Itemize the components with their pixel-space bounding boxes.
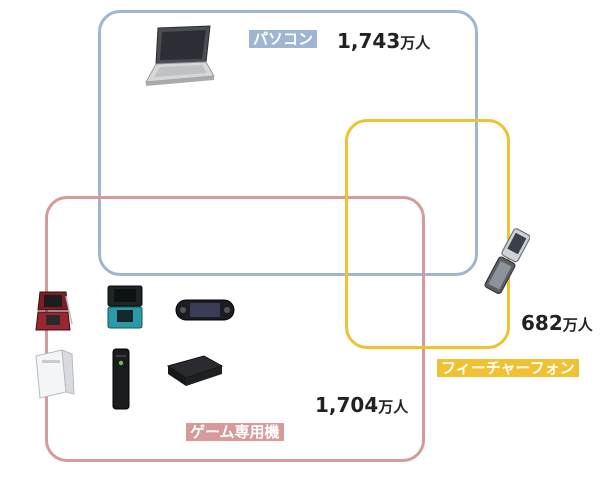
count-pc-unit: 万人	[400, 34, 431, 52]
count-pc: 1,743万人	[337, 29, 430, 53]
set-label-game: ゲーム専用機	[186, 423, 284, 441]
count-game-value: 1,704	[315, 393, 379, 417]
count-feature-phone-unit: 万人	[562, 316, 593, 334]
set-box-feature-phone	[345, 119, 510, 349]
laptop-icon	[140, 24, 216, 88]
set-label-feature-phone: フィーチャーフォン	[437, 359, 579, 377]
set-box-pc	[98, 10, 478, 276]
ps3-icon	[164, 352, 224, 392]
nintendo-3ds-blue-icon	[104, 284, 146, 330]
flip-phone-icon	[484, 226, 530, 298]
count-feature-phone: 682万人	[521, 311, 593, 335]
xbox-360-icon	[110, 347, 132, 411]
count-game-unit: 万人	[378, 398, 409, 416]
count-pc-value: 1,743	[337, 29, 401, 53]
psp-icon	[174, 296, 236, 324]
nintendo-3ds-red-icon	[32, 290, 74, 332]
count-game: 1,704万人	[315, 393, 408, 417]
set-label-pc: パソコン	[249, 30, 318, 48]
wii-icon	[32, 348, 80, 400]
count-feature-phone-value: 682	[521, 311, 563, 335]
